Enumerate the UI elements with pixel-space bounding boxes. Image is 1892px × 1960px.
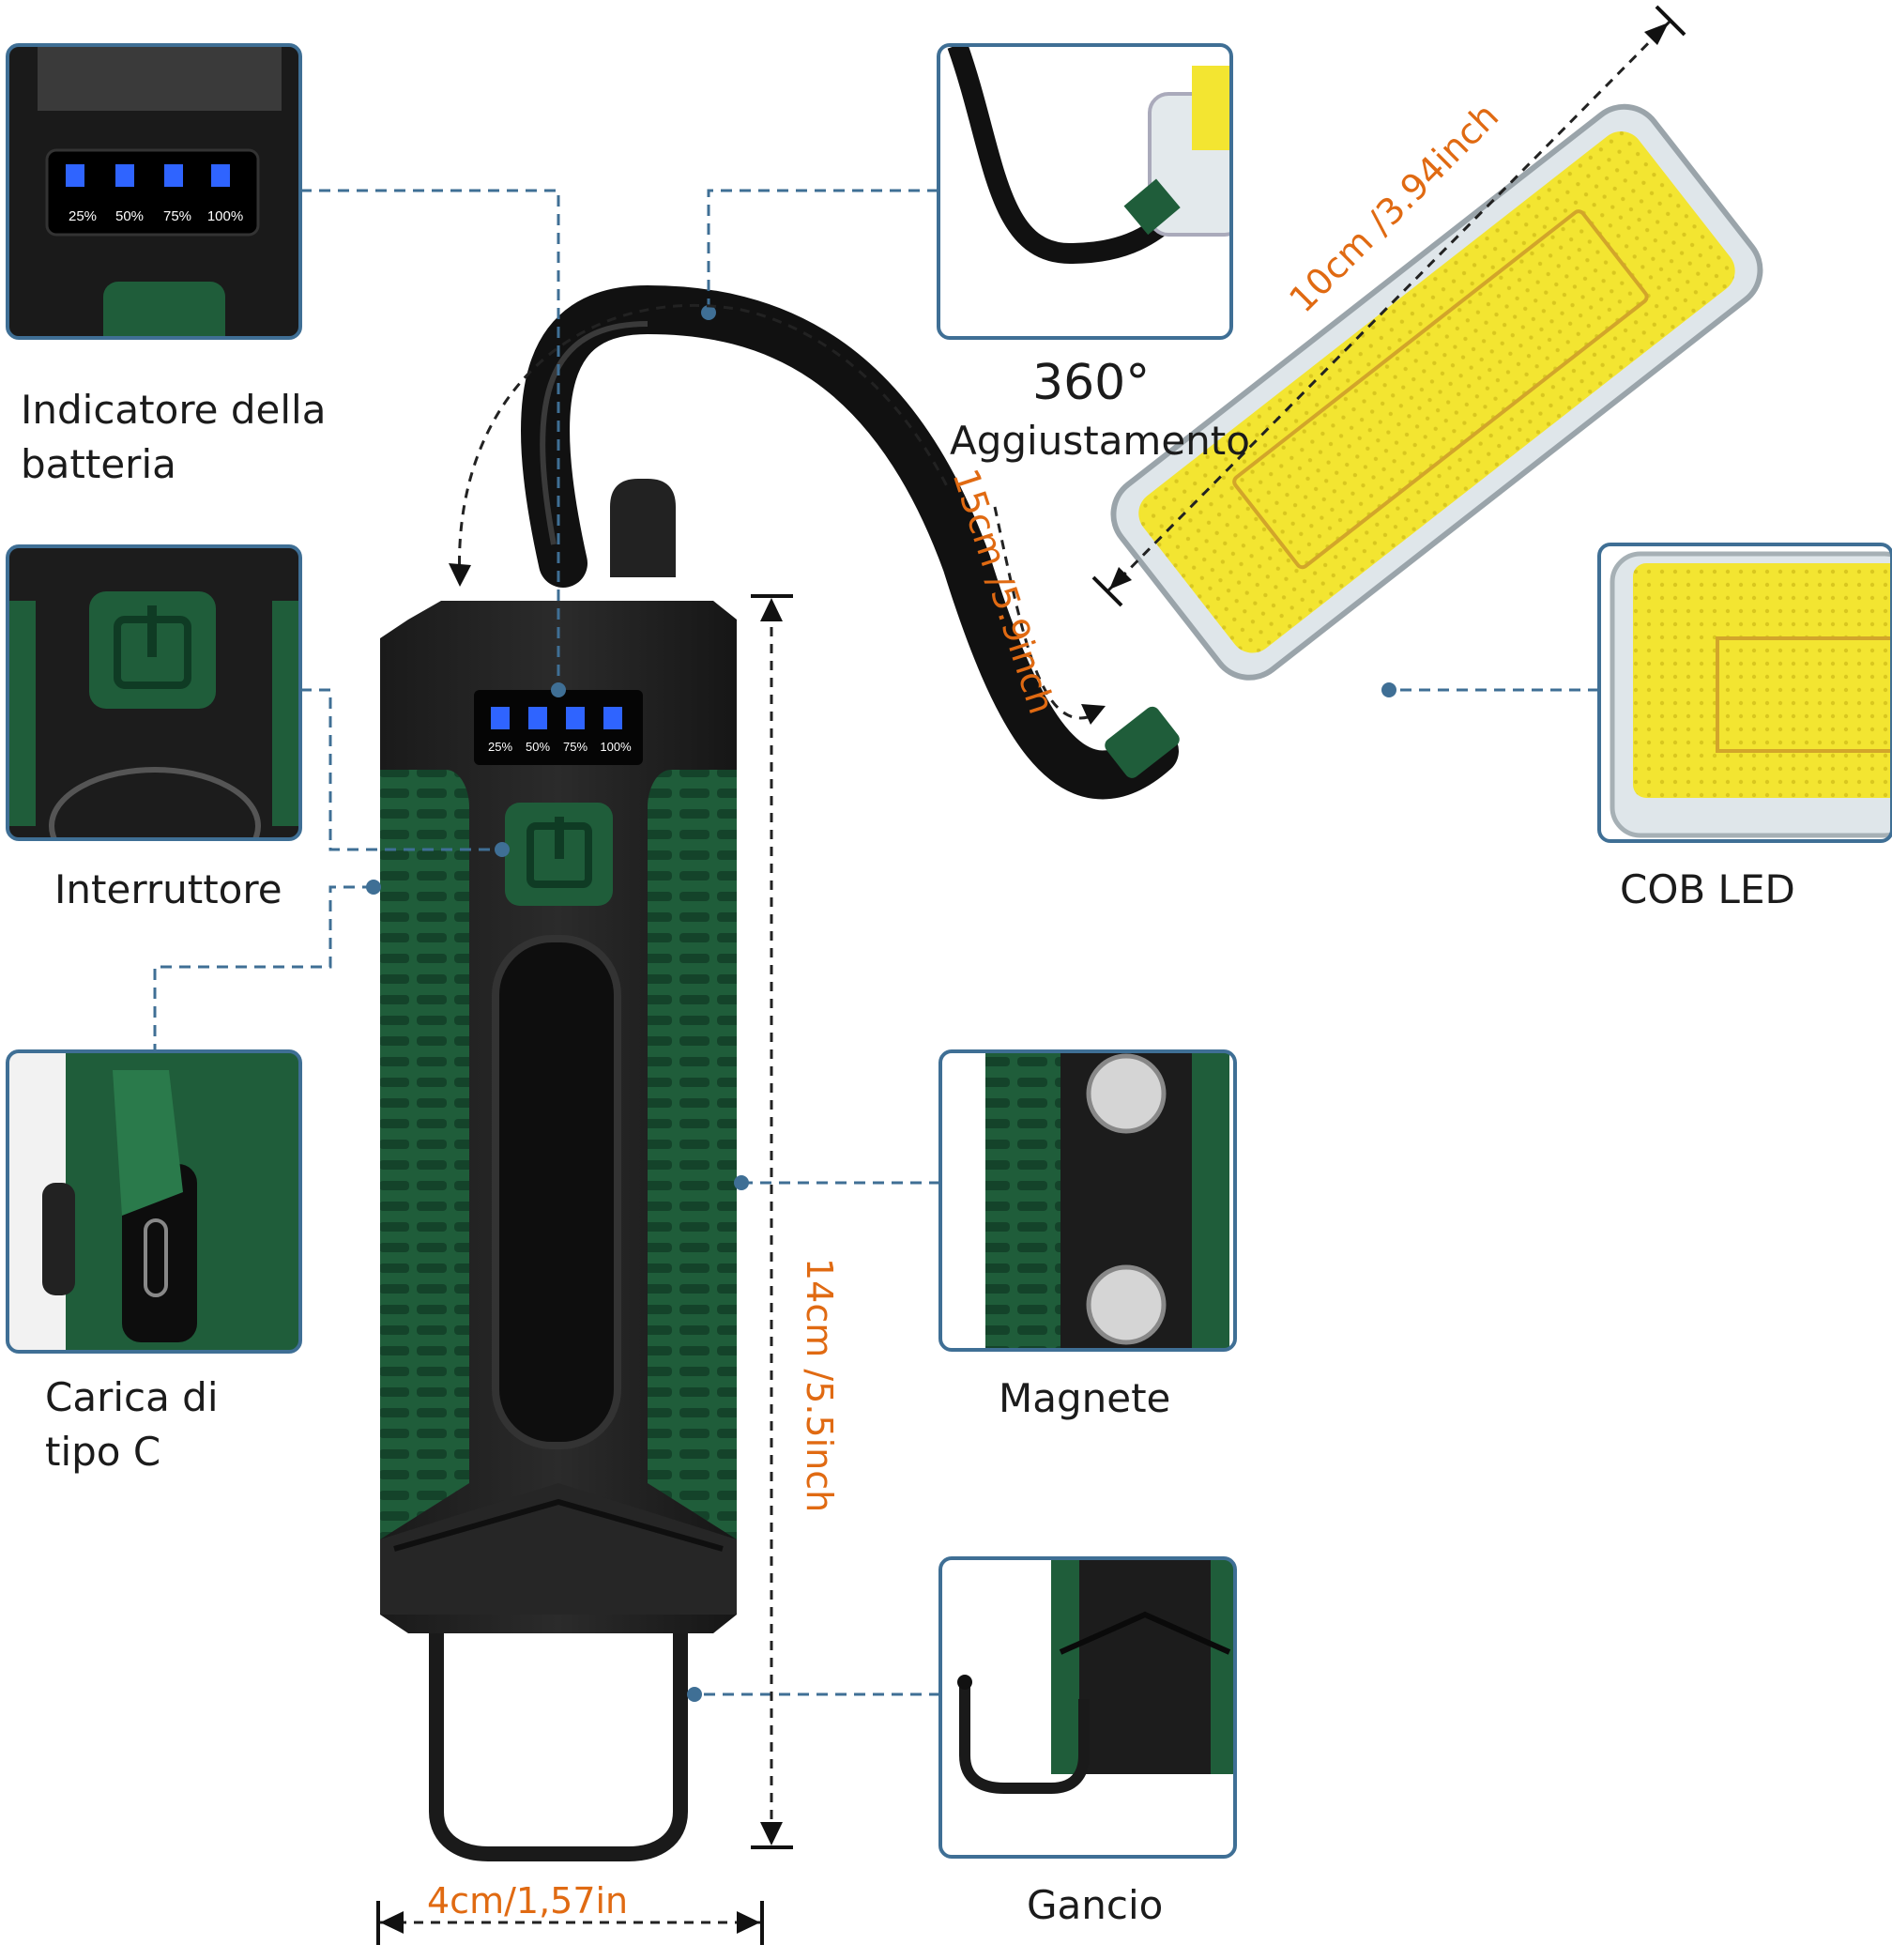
- magnet-label: Magnete: [999, 1375, 1171, 1421]
- switch-label: Interruttore: [54, 866, 282, 912]
- inset-type-c: [8, 1051, 300, 1352]
- inset-cob-led: [1599, 544, 1892, 841]
- leader-lines: [153, 189, 1599, 1696]
- lamp-connector: [1105, 706, 1180, 778]
- adjust-label: Aggiustamento: [950, 418, 1250, 464]
- cob-led-label: COB LED: [1620, 866, 1795, 912]
- body-width-label: 4cm/1,57in: [427, 1880, 628, 1922]
- type-c-label: Carica di tipo C: [45, 1374, 219, 1475]
- leader-dots: [366, 305, 1396, 1702]
- body-led-label-75: 75%: [563, 740, 587, 754]
- gooseneck-hose: [521, 284, 1179, 800]
- body-height-label: 14cm /5.5inch: [799, 1258, 840, 1512]
- body-led-label-100: 100%: [600, 740, 632, 754]
- inset-led-label-25: 25%: [69, 208, 97, 224]
- adjust-degrees-label: 360°: [1032, 355, 1151, 411]
- body-led-label-25: 25%: [488, 740, 512, 754]
- inset-led-labels: 25% 50% 75% 100%: [69, 208, 243, 224]
- dimension-arrows: [380, 23, 1669, 1934]
- cob-lamp-head: [1110, 103, 1763, 681]
- inset-adjustment: [938, 45, 1231, 338]
- body-led-labels: 25% 50% 75% 100%: [488, 740, 632, 754]
- battery-indicator-label: Indicatore della batteria: [21, 387, 327, 487]
- inset-led-label-100: 100%: [207, 208, 243, 224]
- inset-battery-indicator: [8, 45, 300, 338]
- inset-led-label-50: 50%: [115, 208, 144, 224]
- dimension-lines: [380, 19, 1672, 1924]
- dimension-ticks: [376, 5, 1686, 1945]
- flashlight-body: [380, 479, 737, 1861]
- inset-magnet: [940, 1051, 1235, 1350]
- inset-led-label-75: 75%: [163, 208, 191, 224]
- body-battery-leds: [491, 707, 622, 729]
- body-led-label-50: 50%: [526, 740, 550, 754]
- inset-hook: [940, 1558, 1235, 1857]
- hook-label: Gancio: [1027, 1882, 1164, 1928]
- inset-switch: [8, 546, 300, 839]
